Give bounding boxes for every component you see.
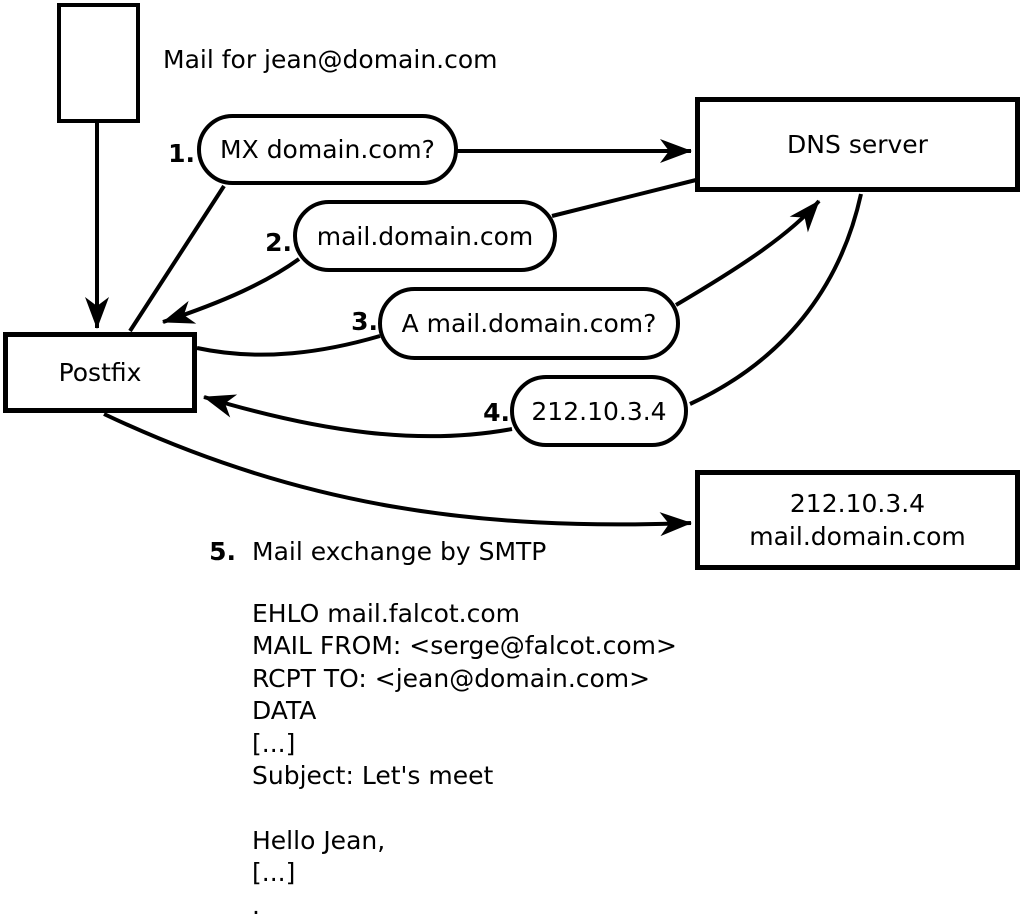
smtp-line: . (252, 890, 260, 919)
mail-envelope-shape (57, 3, 140, 123)
step-4-number: 4. (483, 398, 510, 427)
step-5-label: Mail exchange by SMTP (252, 537, 547, 566)
smtp-line: DATA (252, 696, 317, 726)
step-5-number: 5. (209, 537, 236, 566)
smtp-line: MAIL FROM: <serge@falcot.com> (252, 631, 677, 661)
line-postfix-to-query1 (128, 184, 226, 333)
arrow-reply4-to-postfix (203, 394, 513, 439)
smtp-line: [...] (252, 858, 296, 888)
arrow-postfix-to-mailserver-smtp (103, 412, 692, 537)
step-1-number: 1. (168, 139, 195, 168)
step-3-number: 3. (351, 307, 378, 336)
line-dns-to-reply4 (689, 193, 863, 406)
line-postfix-to-query3 (196, 334, 381, 357)
arrow-query3-to-dns (674, 199, 821, 307)
smtp-line (252, 792, 677, 824)
query-a-record-pill: A mail.domain.com? (378, 287, 680, 360)
mail-server-box: 212.10.3.4 mail.domain.com (695, 470, 1020, 570)
smtp-session-transcript: EHLO mail.falcot.com MAIL FROM: <serge@f… (252, 598, 677, 919)
mail-for-note: Mail for jean@domain.com (163, 45, 498, 74)
mail-server-ip: 212.10.3.4 (789, 489, 926, 518)
query-a-record-label: A mail.domain.com? (401, 309, 657, 338)
query-mx-label: MX domain.com? (220, 135, 435, 164)
line-dns-to-reply2 (551, 178, 697, 218)
postfix-box: Postfix (3, 332, 197, 413)
reply-mx-pill: mail.domain.com (293, 200, 557, 272)
reply-mx-label: mail.domain.com (316, 221, 534, 251)
mail-server-hostname: mail.domain.com (749, 522, 966, 551)
dns-server-box: DNS server (695, 97, 1020, 192)
step-2-number: 2. (265, 228, 292, 257)
smtp-line: EHLO mail.falcot.com (252, 599, 521, 628)
dns-server-label: DNS server (787, 130, 928, 159)
smtp-line: Hello Jean, (252, 825, 386, 855)
reply-ip-label: 212.10.3.4 (531, 396, 667, 426)
smtp-line: RCPT TO: <jean@domain.com> (252, 663, 651, 693)
arrow-reply2-to-postfix (162, 257, 301, 324)
reply-ip-pill: 212.10.3.4 (510, 375, 688, 447)
query-mx-pill: MX domain.com? (197, 114, 458, 185)
smtp-line: [...] (252, 728, 296, 758)
smtp-line: Subject: Let's meet (252, 760, 494, 790)
postfix-label: Postfix (58, 358, 142, 387)
